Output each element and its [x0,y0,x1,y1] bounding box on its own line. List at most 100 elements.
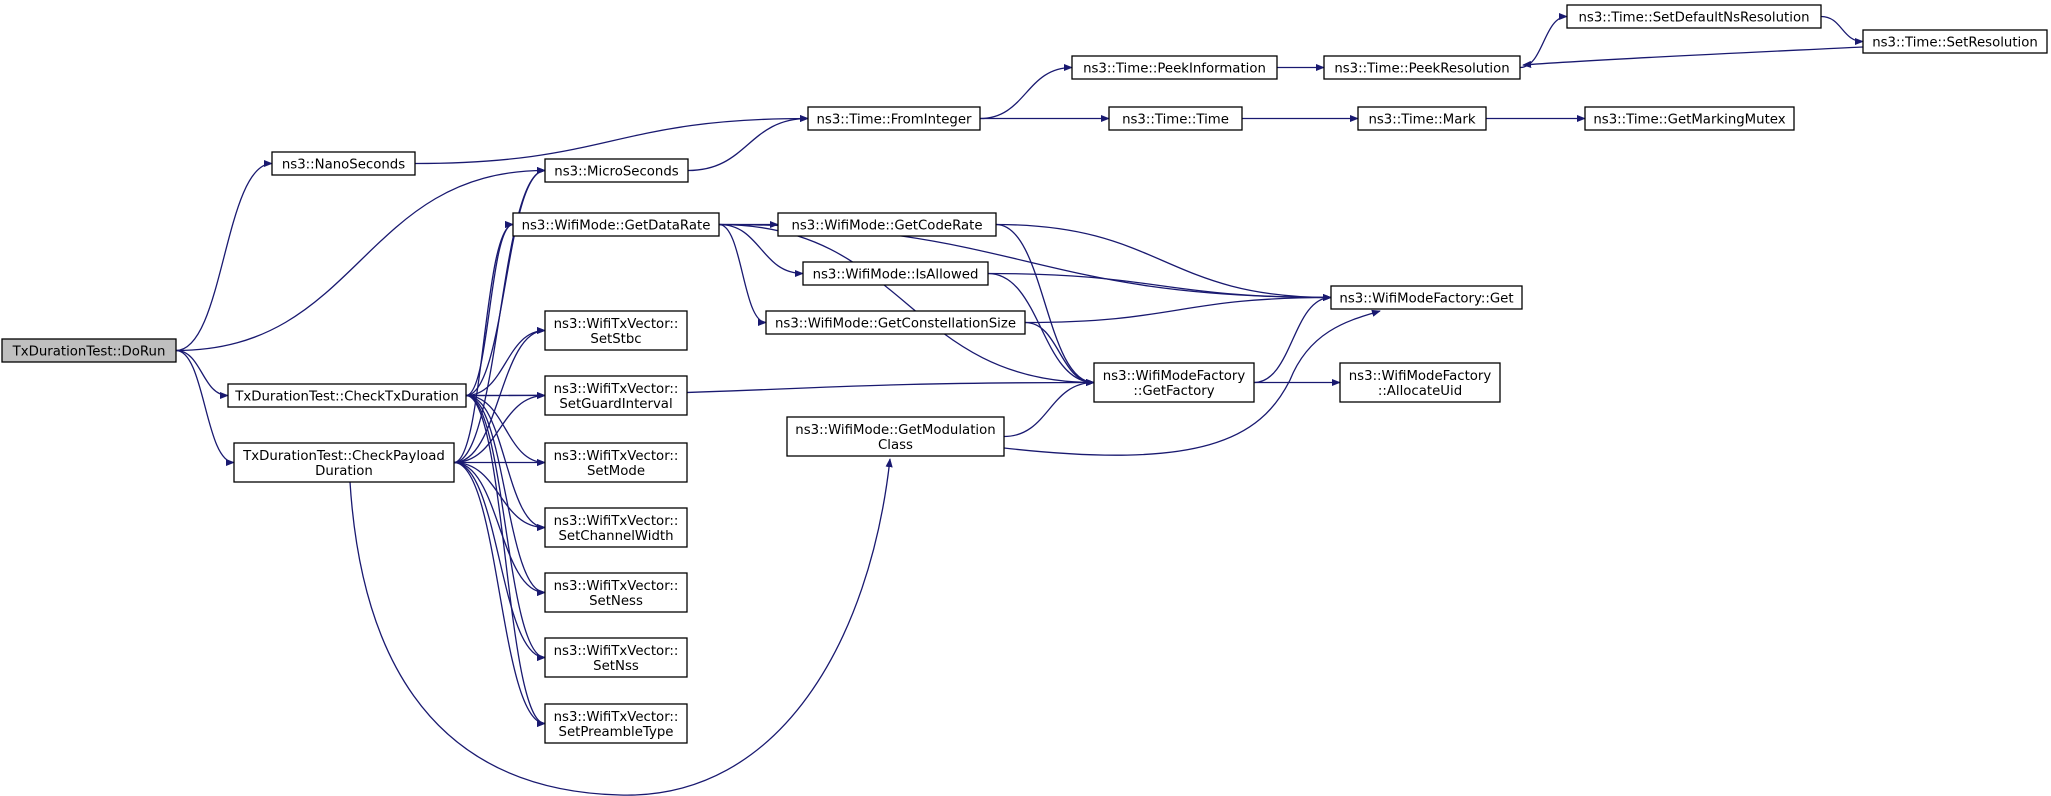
node-label: SetGuardInterval [559,397,672,412]
edge-checkpayloadduration-to-setpreambletype [453,461,546,728]
node-box [807,106,981,131]
node-getdatarate[interactable]: ns3::WifiMode::GetDataRate [512,212,720,237]
node-label: ns3::WifiTxVector:: [554,579,679,594]
edge-getdatarate-to-isallowed [718,223,804,278]
node-box [544,507,688,548]
edge-frominteger-to-peekinformation [979,63,1073,120]
edge-setresolution-to-peekresolution [1522,46,1864,69]
node-label: ns3::WifiMode::GetConstellationSize [775,317,1016,332]
node-label: SetMode [587,464,645,479]
node-box [544,158,689,183]
node-setnss[interactable]: ns3::WifiTxVector::SetNss [544,637,688,678]
node-label: ns3::Time::FromInteger [816,113,972,128]
node-allocateuid[interactable]: ns3::WifiModeFactory::AllocateUid [1339,362,1501,403]
node-setness[interactable]: ns3::WifiTxVector::SetNess [544,572,688,613]
node-box [777,212,997,237]
edge-getdatarate-to-getconstellationsize [718,223,767,327]
node-label: ns3::Time::SetDefaultNsResolution [1578,11,1809,26]
node-label: ns3::WifiMode::GetCodeRate [791,219,982,234]
node-label: ns3::Time::PeekInformation [1083,62,1266,77]
node-label: SetNss [593,659,639,674]
node-label: Duration [315,464,373,479]
node-checktxduration[interactable]: TxDurationTest::CheckTxDuration [227,383,467,408]
edge-checkpayloadduration-to-setnss [453,461,546,662]
node-box [1862,29,2048,54]
edge-peekresolution-to-setdefaultnsresolution [1519,12,1568,69]
node-box [765,310,1026,335]
node-frominteger[interactable]: ns3::Time::FromInteger [807,106,981,131]
edge-getcoderate-to-getfactory [995,223,1095,387]
edge-checkpayloadduration-to-microseconds [453,166,546,464]
edge-checktxduration-to-setnss [465,394,546,662]
node-box [544,703,688,744]
node-box [1093,362,1255,403]
edge-checktxduration-to-setstbc [465,326,546,397]
edge-checkpayloadduration-to-getmodulationclass [349,458,893,796]
node-mark[interactable]: ns3::Time::Mark [1357,106,1487,131]
node-label: SetStbc [590,332,641,347]
node-label: SetPreambleType [559,725,674,740]
node-label: ns3::Time::Time [1122,113,1229,128]
node-setstbc[interactable]: ns3::WifiTxVector::SetStbc [544,310,688,351]
edge-getmodulationclass-to-getfactory [1003,378,1095,438]
edge-checkpayloadduration-to-setstbc [453,326,546,464]
edge-dorun-to-microseconds [175,166,546,352]
node-wifimodefactoryget[interactable]: ns3::WifiModeFactory::Get [1330,285,1523,310]
node-setchannelwidth[interactable]: ns3::WifiTxVector::SetChannelWidth [544,507,688,548]
node-box [1,338,177,363]
node-box [1584,106,1795,131]
node-getcoderate[interactable]: ns3::WifiMode::GetCodeRate [777,212,997,237]
edge-nanoseconds-to-frominteger [414,114,809,165]
node-label: ns3::WifiTxVector:: [554,317,679,332]
edge-isallowed-to-wifimodefactoryget [987,272,1332,302]
node-label: TxDurationTest::DoRun [12,345,166,360]
edge-microseconds-to-frominteger [687,114,809,172]
node-label: ns3::WifiModeFactory [1103,369,1246,384]
node-box [544,637,688,678]
node-peekinformation[interactable]: ns3::Time::PeekInformation [1071,55,1278,80]
node-label: ns3::WifiTxVector:: [554,514,679,529]
node-box [544,375,688,416]
node-label: ns3::Time::PeekResolution [1334,62,1509,77]
node-box [233,442,455,483]
node-box [1566,4,1822,29]
node-label: ns3::NanoSeconds [282,158,405,173]
edge-getcoderate-to-wifimodefactoryget [995,223,1332,302]
node-setresolution[interactable]: ns3::Time::SetResolution [1862,29,2048,54]
edge-checkpayloadduration-to-setguardinterval [453,391,546,464]
node-label: ns3::WifiTxVector:: [554,644,679,659]
node-dorun[interactable]: TxDurationTest::DoRun [1,338,177,363]
node-box [802,261,989,286]
edge-checkpayloadduration-to-setness [453,461,546,597]
node-microseconds[interactable]: ns3::MicroSeconds [544,158,689,183]
edge-layer [175,12,1864,796]
node-isallowed[interactable]: ns3::WifiMode::IsAllowed [802,261,989,286]
edge-checktxduration-to-setpreambletype [465,394,546,728]
node-getmarkingmutex[interactable]: ns3::Time::GetMarkingMutex [1584,106,1795,131]
node-peekresolution[interactable]: ns3::Time::PeekResolution [1323,55,1521,80]
node-setdefaultnsresolution[interactable]: ns3::Time::SetDefaultNsResolution [1566,4,1822,29]
node-box [1357,106,1487,131]
node-label: ns3::Time::GetMarkingMutex [1593,113,1785,128]
node-label: TxDurationTest::CheckTxDuration [234,390,459,405]
node-label: ns3::WifiMode::GetModulation [795,423,995,438]
node-label: ns3::WifiTxVector:: [554,710,679,725]
node-setpreambletype[interactable]: ns3::WifiTxVector::SetPreambleType [544,703,688,744]
node-time[interactable]: ns3::Time::Time [1108,106,1243,131]
node-setmode[interactable]: ns3::WifiTxVector::SetMode [544,442,688,483]
node-box [227,383,467,408]
node-box [1330,285,1523,310]
node-label: ns3::WifiMode::GetDataRate [522,219,711,234]
node-getconstellationsize[interactable]: ns3::WifiMode::GetConstellationSize [765,310,1026,335]
node-box [544,572,688,613]
node-box [1071,55,1278,80]
edge-getmodulationclass-to-wifimodefactoryget [1003,309,1381,456]
node-setguardinterval[interactable]: ns3::WifiTxVector::SetGuardInterval [544,375,688,416]
node-getfactory[interactable]: ns3::WifiModeFactory::GetFactory [1093,362,1255,403]
node-label: Class [878,438,913,453]
node-nanoseconds[interactable]: ns3::NanoSeconds [271,151,416,176]
node-label: SetChannelWidth [558,529,673,544]
